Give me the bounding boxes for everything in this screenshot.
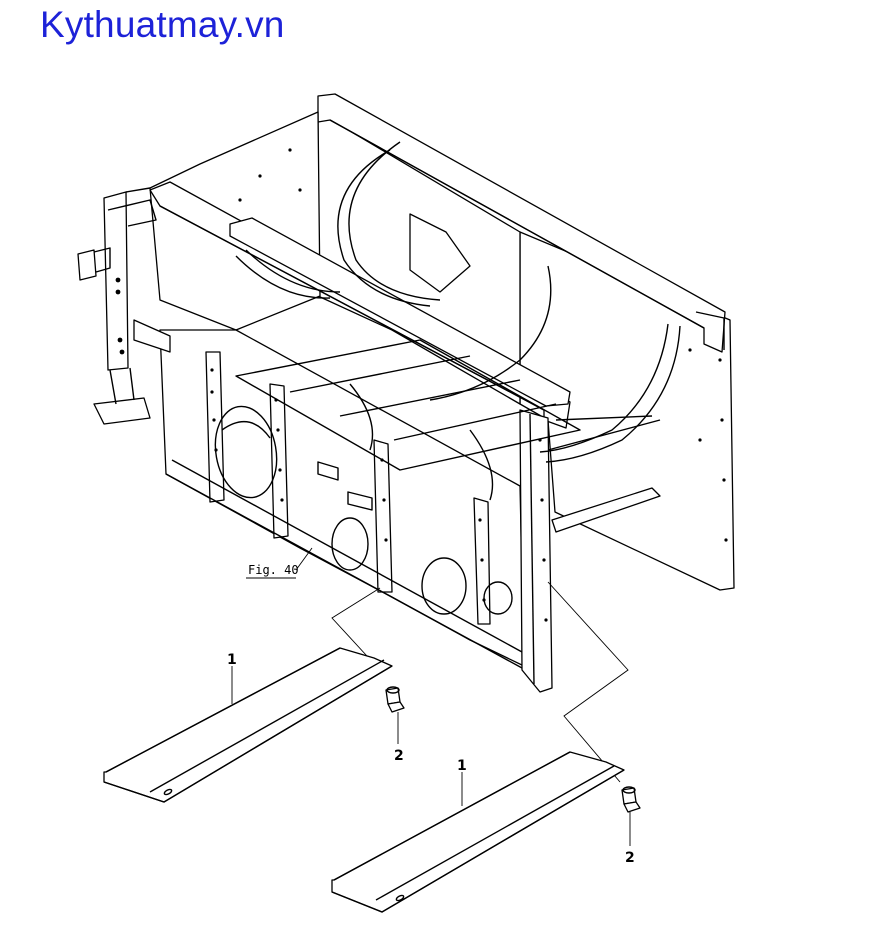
site-watermark: Kythuatmay.vn — [40, 4, 285, 45]
callout-1-left: 1 — [227, 652, 237, 668]
bolt-right — [621, 786, 641, 813]
callout-1-right: 1 — [457, 758, 467, 774]
leader-lines — [246, 547, 629, 783]
callout-2-left: 2 — [394, 748, 404, 764]
bolt-left — [385, 686, 405, 713]
cover-plate-right — [331, 751, 625, 913]
figure-ref-label: Fig. 40 — [248, 563, 299, 577]
callout-2-right: 2 — [625, 850, 635, 866]
frame-bolt-holes — [115, 148, 728, 622]
cover-plate-left — [103, 647, 393, 803]
frame-assembly — [77, 93, 735, 693]
